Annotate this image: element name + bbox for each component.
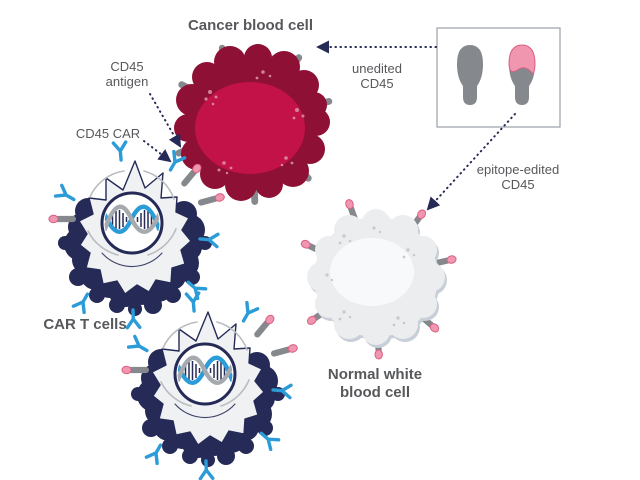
cd45-inset-box	[436, 27, 561, 128]
cd45-antigen-label: CD45 antigen	[88, 59, 166, 90]
cancer-cell-illustration	[174, 43, 334, 206]
epitope-edited-label-line2: CD45	[501, 177, 535, 193]
epitope-edited-cd45-label: epitope-edited CD45	[459, 162, 577, 193]
unedited-cd45-label-line1: unedited	[352, 61, 402, 76]
cd45-antigen-label-line2: antigen	[105, 74, 149, 90]
unedited-cd45-label: unedited CD45	[330, 61, 424, 92]
car-t-cells-label: CAR T cells	[43, 316, 127, 333]
unedited-cd45-pin-icon	[457, 45, 483, 105]
epitope-edited-label-line1: epitope-edited	[476, 162, 560, 177]
arrow-epitope-edited	[426, 113, 516, 211]
unedited-cd45-label-line2: CD45	[360, 76, 394, 92]
normal-cell-label: Normal white blood cell	[311, 366, 439, 401]
normal-cell-label-line1: Normal white	[327, 366, 423, 383]
cd45-antigen-label-line1: CD45	[110, 59, 144, 74]
cancer-speckles	[204, 70, 305, 175]
arrow-cd45-antigen	[149, 93, 181, 148]
car-t-cell-1	[49, 142, 225, 328]
car-t-cell-2	[122, 293, 298, 479]
arrow-cd45-car	[143, 140, 172, 163]
annotation-arrows	[143, 40, 516, 211]
edited-cd45-pin-icon	[508, 44, 536, 105]
cancer-cell-label: Cancer blood cell	[187, 17, 314, 34]
normal-cell-inner	[330, 238, 414, 306]
normal-cell-label-line2: blood cell	[339, 383, 410, 401]
normal-cell-speckles	[325, 226, 416, 327]
cd45-car-label: CD45 CAR	[75, 126, 141, 141]
cancer-cytoplasm	[195, 82, 305, 174]
normal-cell-illustration	[299, 198, 458, 360]
